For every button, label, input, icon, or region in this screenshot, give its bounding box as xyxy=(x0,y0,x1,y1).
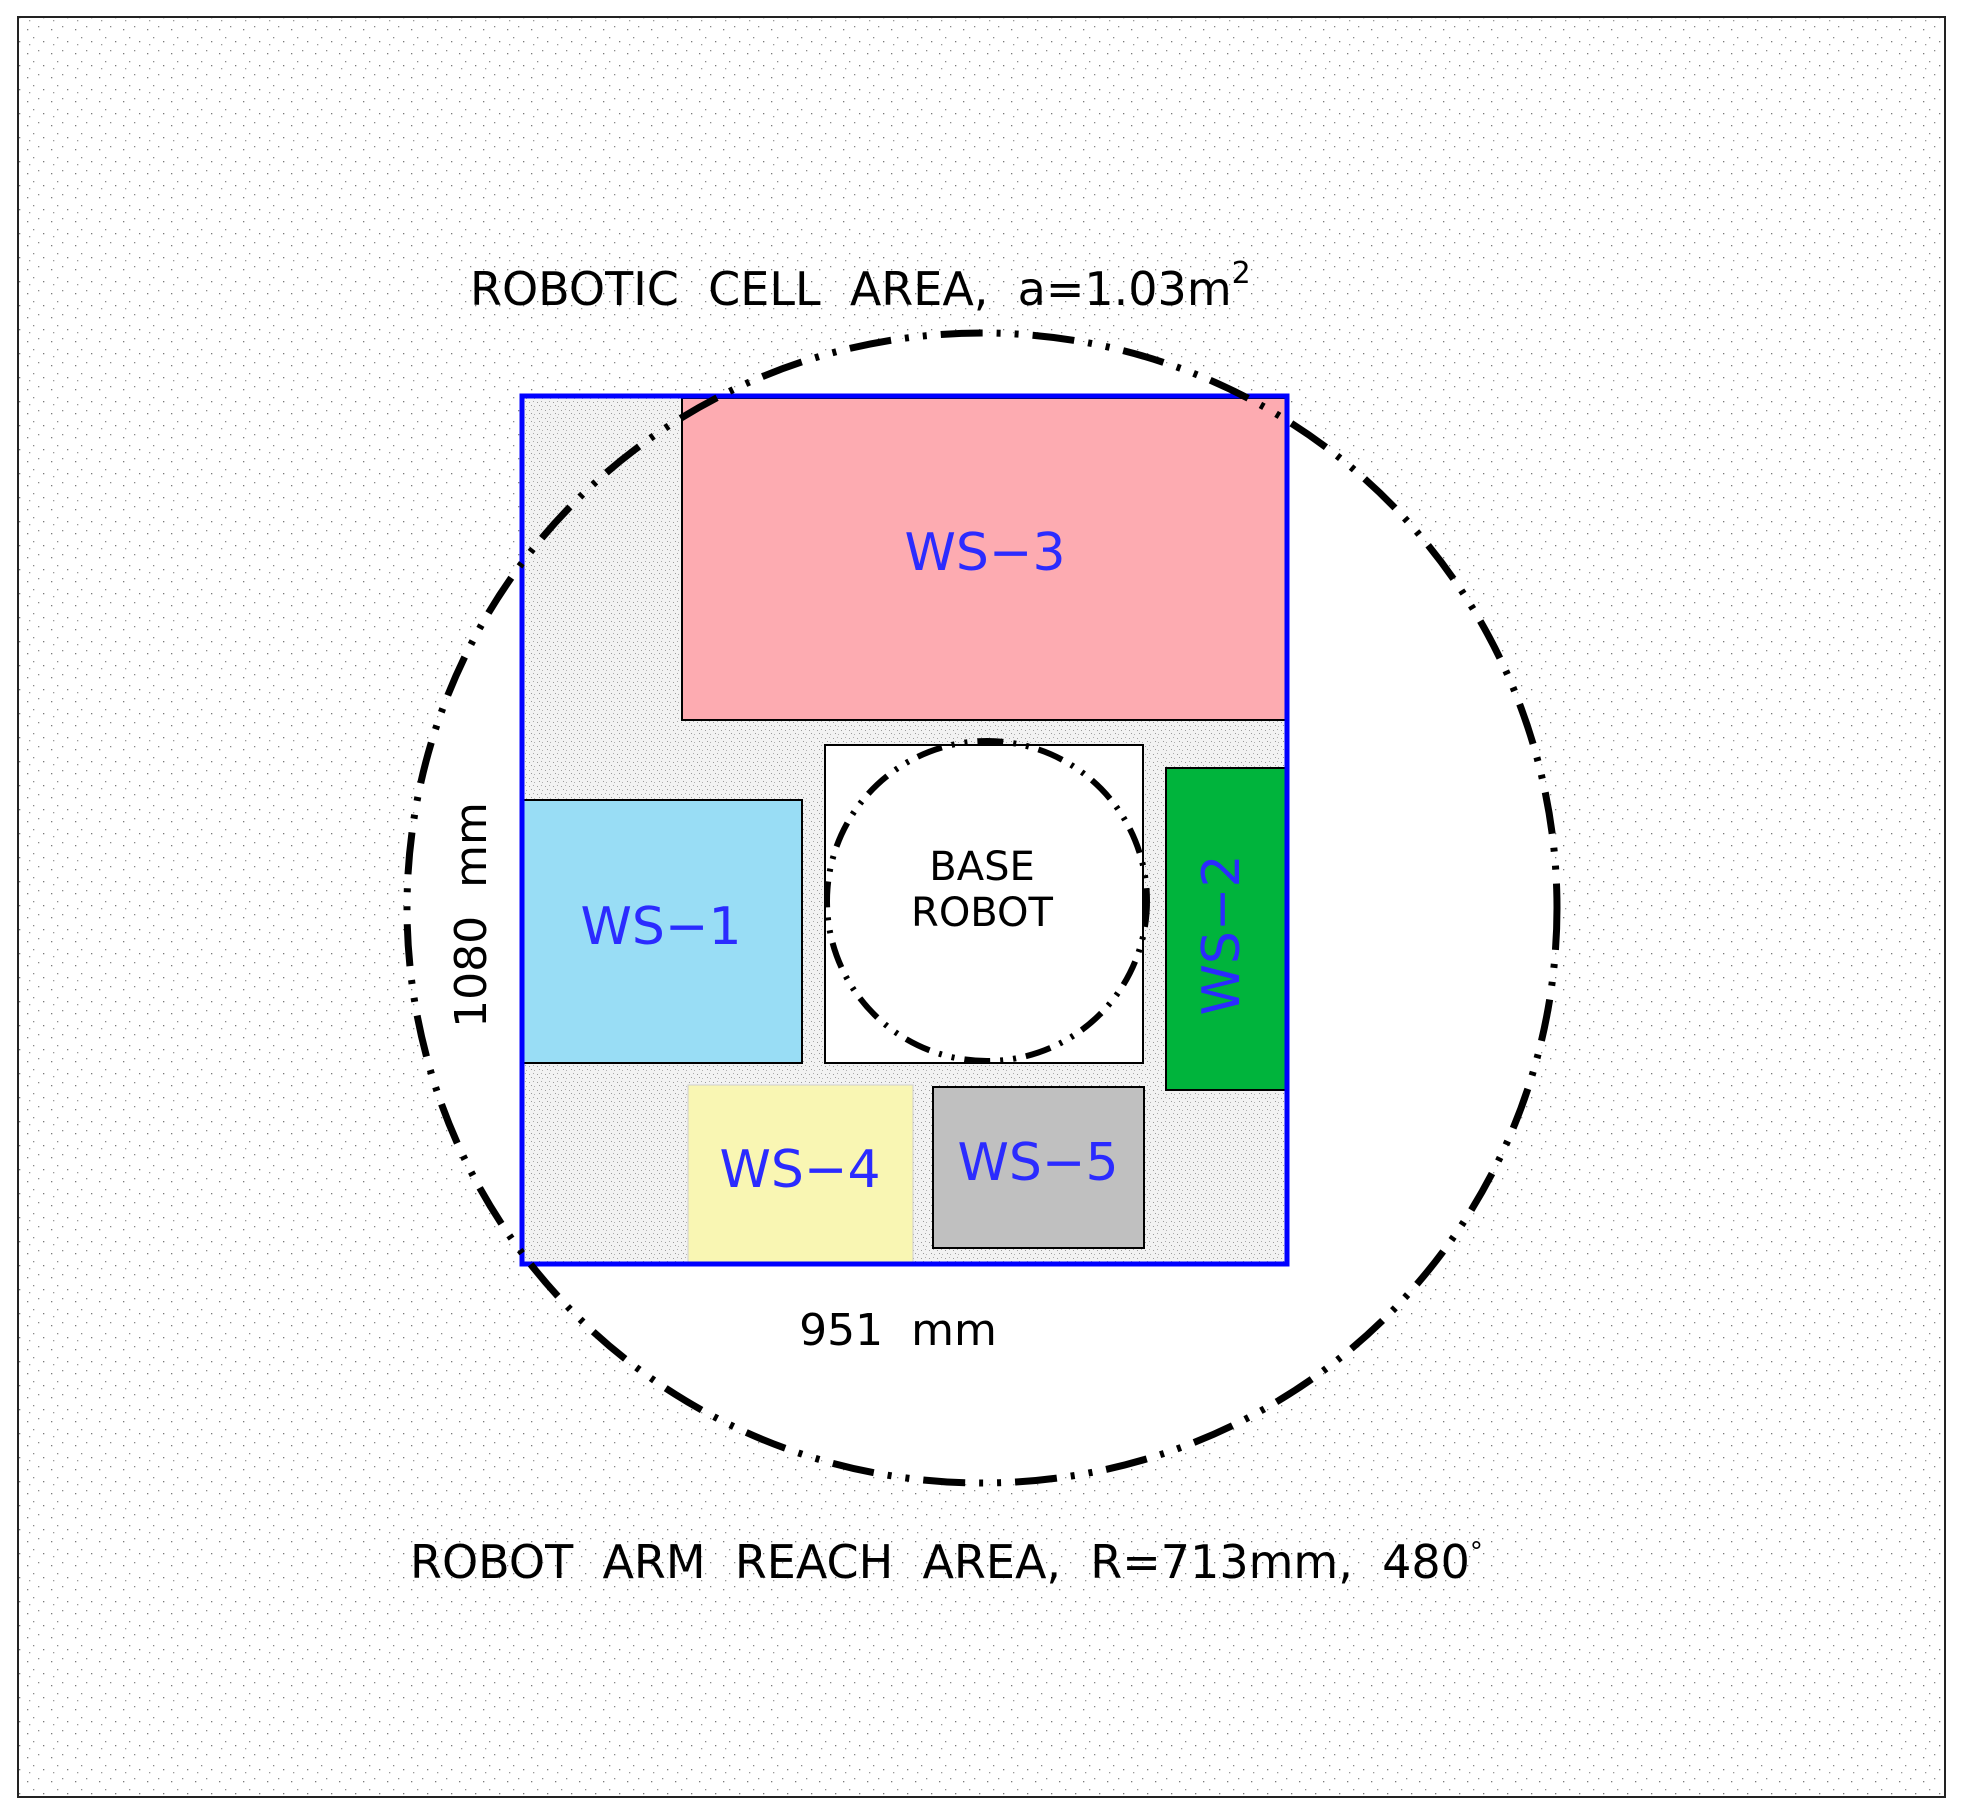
base-robot-label-line2: ROBOT xyxy=(911,890,1054,936)
robot-base-circle xyxy=(824,738,1150,1064)
width-dimension-label: 951 mm xyxy=(799,1305,997,1356)
ws5-block xyxy=(932,1086,1145,1249)
ws1-label: WS−1 xyxy=(580,897,741,957)
ws1-block xyxy=(521,799,803,1064)
ws5-label: WS−5 xyxy=(957,1133,1118,1193)
ws4-block xyxy=(687,1084,914,1264)
robot-base-square xyxy=(824,744,1144,1064)
base-robot-label-line1: BASE xyxy=(929,844,1034,890)
ws4-label: WS−4 xyxy=(719,1140,880,1200)
ws2-label: WS−2 xyxy=(1192,854,1252,1015)
ws2-block xyxy=(1165,767,1288,1091)
height-dimension-label: 1080 mm xyxy=(446,802,497,1028)
cell-area-title: ROBOTIC CELL AREA, a=1.03m2 xyxy=(470,256,1251,316)
ws3-label: WS−3 xyxy=(904,523,1065,583)
reach-circle xyxy=(403,329,1561,1487)
reach-area-label: ROBOT ARM REACH AREA, R=713mm, 480° xyxy=(410,1535,1483,1589)
robotic-cell-border xyxy=(519,393,1290,1267)
